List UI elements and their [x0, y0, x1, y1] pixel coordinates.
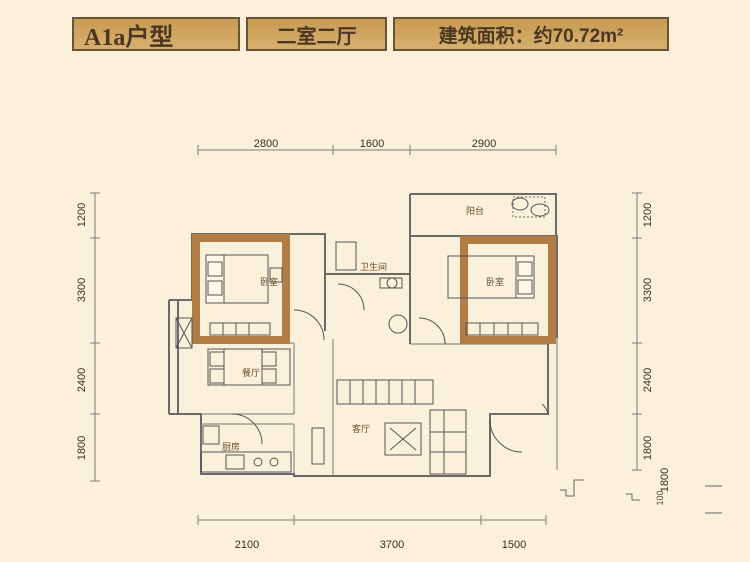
- dim-top-1: 2800: [254, 138, 278, 150]
- dim-left-1: 1200: [76, 203, 88, 227]
- dim-bottom-1: 2100: [235, 539, 259, 551]
- room-label-kitchen: 厨房: [222, 441, 240, 452]
- dim-top-3: 2900: [472, 138, 496, 150]
- bedroom-right-interior: [468, 244, 548, 336]
- dim-corner: 1800: [659, 468, 671, 492]
- dim-right-1: 1200: [642, 203, 654, 227]
- dining-table: [207, 348, 291, 386]
- room-label-bedroom-right: 卧室: [486, 276, 504, 287]
- right-notch: [560, 479, 722, 514]
- dim-right-3: 2400: [642, 368, 654, 392]
- dim-top-2: 1600: [360, 138, 384, 150]
- dim-left-4: 1800: [76, 436, 88, 460]
- dim-left-3: 2400: [76, 368, 88, 392]
- room-label-balcony: 阳台: [466, 205, 484, 216]
- dim-left-2: 3300: [76, 278, 88, 302]
- dim-right-4: 1800: [642, 436, 654, 460]
- left-cabinet: [175, 317, 193, 349]
- bedroom-left-furniture: [205, 254, 283, 336]
- dim-bottom-3: 1500: [502, 539, 526, 551]
- living-furniture: [311, 379, 467, 475]
- bedroom-right-furniture: [447, 255, 539, 336]
- bathroom-fixtures: [335, 241, 408, 334]
- dimension-lines: [90, 145, 642, 525]
- title-bar: A1a户型 二室二厅 建筑面积：约70.72m²: [72, 17, 669, 51]
- walls: [168, 193, 558, 477]
- dim-bottom-2: 3700: [380, 539, 404, 551]
- layout-label: 二室二厅: [246, 17, 387, 51]
- balcony-fixtures: [511, 196, 550, 218]
- doors: [231, 283, 549, 453]
- room-label-living: 客厅: [352, 423, 370, 434]
- room-label-bathroom: 卫生间: [360, 261, 387, 272]
- room-label-bedroom-left: 卧室: [260, 276, 278, 287]
- unit-type-label: A1a户型: [72, 17, 240, 51]
- dim-corner-small: 100: [655, 490, 665, 505]
- kitchen-counter: [200, 425, 292, 473]
- room-label-dining: 餐厅: [242, 367, 260, 378]
- dim-right-2: 3300: [642, 278, 654, 302]
- area-label: 建筑面积：约70.72m²: [393, 17, 669, 51]
